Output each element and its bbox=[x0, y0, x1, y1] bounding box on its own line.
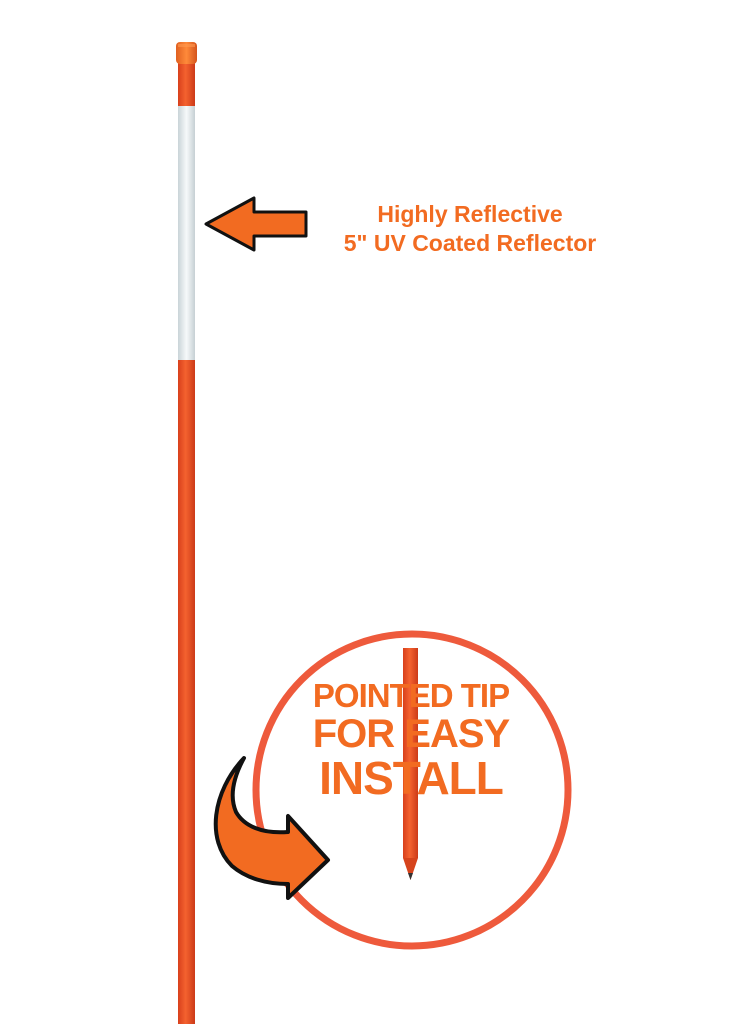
curved-arrow-icon bbox=[213, 756, 330, 900]
reflector-band bbox=[178, 106, 195, 360]
tip-callout: POINTED TIP FOR EASY INSTALL bbox=[296, 677, 526, 804]
pointed-tip bbox=[403, 858, 418, 880]
tip-callout-line1: POINTED TIP bbox=[312, 677, 510, 714]
reflector-callout-line2: 5" UV Coated Reflector bbox=[343, 230, 597, 256]
reflector-callout: Highly Reflective 5" UV Coated Reflector bbox=[300, 200, 640, 258]
reflector-callout-line1: Highly Reflective bbox=[377, 201, 563, 227]
zoom-rod bbox=[403, 648, 418, 858]
tip-callout-line2: FOR EASY bbox=[312, 712, 510, 756]
left-arrow-icon bbox=[204, 196, 308, 252]
tip-callout-line3: INSTALL bbox=[319, 752, 504, 804]
stake-cap bbox=[176, 42, 197, 64]
